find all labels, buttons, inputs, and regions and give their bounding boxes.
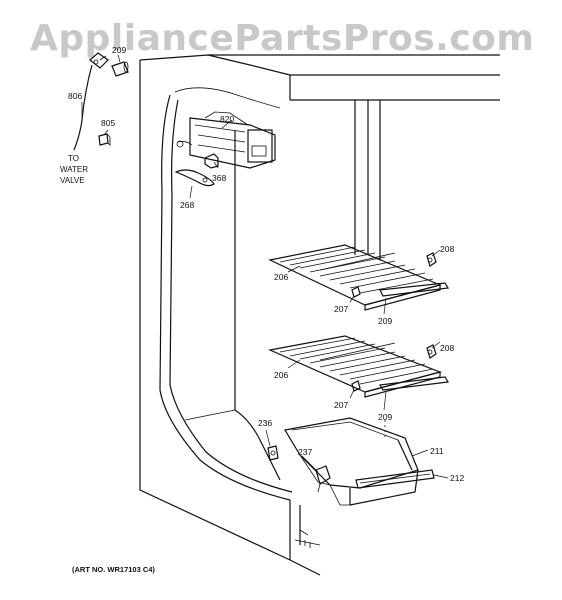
cam-237 xyxy=(315,465,331,493)
support-208-upper xyxy=(426,252,437,267)
label-206-upper: 206 xyxy=(274,272,288,282)
clip-207-lower xyxy=(351,380,361,392)
part-209-fitting xyxy=(111,61,129,77)
clip-207-upper xyxy=(351,286,361,298)
support-208-lower xyxy=(426,344,437,359)
label-209-top: 209 xyxy=(112,45,126,55)
bin-211 xyxy=(284,417,419,506)
label-211: 211 xyxy=(430,446,444,456)
bin-front-212 xyxy=(355,469,435,489)
trim-209-upper xyxy=(379,282,449,297)
label-208-lower: 208 xyxy=(440,343,454,353)
label-236: 236 xyxy=(258,418,272,428)
watermark: AppliancePartsPros.com xyxy=(30,18,534,59)
shelf-lower xyxy=(267,335,442,398)
label-209-upper: 209 xyxy=(378,316,392,326)
water-note-line-1: TO xyxy=(68,154,79,163)
water-note-line-2: WATER xyxy=(60,165,88,174)
water-note-line-3: VALVE xyxy=(60,176,85,185)
label-207-lower: 207 xyxy=(334,400,348,410)
label-806: 806 xyxy=(68,91,82,101)
cabinet-outline xyxy=(139,54,500,576)
label-268: 268 xyxy=(180,200,194,210)
water-line-806 xyxy=(73,52,109,151)
trim-209-lower xyxy=(379,376,449,391)
ice-maker xyxy=(176,111,276,169)
label-805: 805 xyxy=(101,118,115,128)
label-237: 237 xyxy=(298,447,312,457)
label-208-upper: 208 xyxy=(440,244,454,254)
art-number: (ART NO. WR17103 C4) xyxy=(72,565,155,574)
leader-lines xyxy=(81,54,449,479)
label-820: 820 xyxy=(220,114,234,124)
label-209-lower: 209 xyxy=(378,412,392,422)
part-368-bracket xyxy=(204,153,219,169)
label-368: 368 xyxy=(212,173,226,183)
part-268-heater xyxy=(174,169,215,187)
bracket-236 xyxy=(267,445,279,461)
label-212: 212 xyxy=(450,473,464,483)
label-206-lower: 206 xyxy=(274,370,288,380)
part-805 xyxy=(98,133,111,146)
label-207-upper: 207 xyxy=(334,304,348,314)
